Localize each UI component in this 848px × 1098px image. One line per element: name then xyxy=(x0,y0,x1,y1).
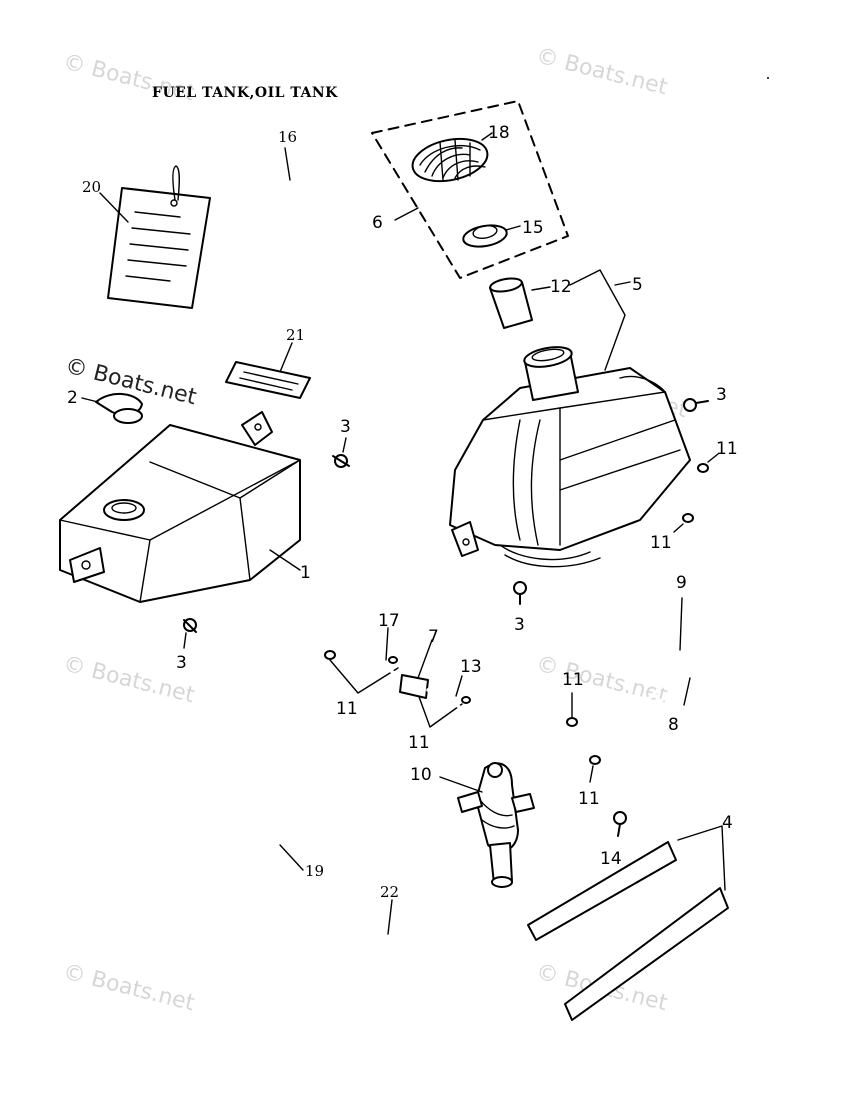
callout-10: 10 xyxy=(410,765,432,785)
part-21-label xyxy=(225,342,311,399)
callout-20: 20 xyxy=(82,178,101,196)
callout-5: 5 xyxy=(632,275,643,295)
callout-2: 2 xyxy=(67,388,78,408)
callout-11: 11 xyxy=(650,533,672,553)
part-2-cap xyxy=(81,393,143,424)
leader-line xyxy=(614,281,631,286)
callout-14: 14 xyxy=(600,849,622,869)
callout-15: 15 xyxy=(522,218,544,238)
part-4-pad xyxy=(527,825,729,1021)
part-3-bolt xyxy=(332,437,350,468)
callout-1: 1 xyxy=(300,563,311,583)
part-13-hose xyxy=(426,675,470,716)
part-5-fuel-tank xyxy=(449,346,691,568)
part-11-clamp xyxy=(589,755,601,783)
watermark-text: © Boats.net xyxy=(534,44,671,101)
part-3-bolt xyxy=(683,398,709,412)
part-22-hose xyxy=(270,899,407,972)
part-11-clamp xyxy=(566,692,578,727)
callout-17: 17 xyxy=(378,611,400,631)
part-3-bolt xyxy=(183,618,197,649)
part-16-hose xyxy=(226,147,355,276)
part-17-hose xyxy=(356,627,404,680)
callout-9: 9 xyxy=(676,573,687,593)
callout-11: 11 xyxy=(408,733,430,753)
part-6-cap-assembly xyxy=(371,100,569,279)
callout-19: 19 xyxy=(305,862,324,880)
callout-6: 6 xyxy=(372,213,383,233)
part-11-clamp xyxy=(324,650,399,694)
callout-12: 12 xyxy=(550,277,572,297)
watermark-text: © Boats.net xyxy=(61,960,198,1017)
speck xyxy=(767,77,769,79)
callout-7: 7 xyxy=(428,627,439,647)
callout-3: 3 xyxy=(716,385,727,405)
callout-21: 21 xyxy=(286,326,305,344)
part-20-tag xyxy=(99,165,211,309)
callout-22: 22 xyxy=(380,883,399,901)
callout-18: 18 xyxy=(488,123,510,143)
part-1-oil-tank xyxy=(59,411,301,603)
part-8-hose xyxy=(598,482,764,782)
part-14-screw xyxy=(613,811,627,837)
part-11-clamp xyxy=(673,513,694,533)
callout-8: 8 xyxy=(668,715,679,735)
part-10-fuel-cock xyxy=(439,762,535,888)
callout-3: 3 xyxy=(176,653,187,673)
callout-13: 13 xyxy=(460,657,482,677)
callout-11: 11 xyxy=(716,439,738,459)
part-19-hose xyxy=(128,698,304,957)
callout-4: 4 xyxy=(722,813,733,833)
part-5-leader xyxy=(569,269,626,371)
part-7-fuel-filter xyxy=(399,639,433,699)
part-9-hose xyxy=(601,533,735,792)
part-12-filter xyxy=(489,277,551,329)
diagram-title: FUEL TANK,OIL TANK xyxy=(152,85,338,101)
callout-11: 11 xyxy=(562,670,584,690)
callout-3: 3 xyxy=(340,417,351,437)
callout-11: 11 xyxy=(578,789,600,809)
callout-3: 3 xyxy=(514,615,525,635)
part-11-clamp xyxy=(697,453,719,473)
callout-11: 11 xyxy=(336,699,358,719)
callout-16: 16 xyxy=(278,128,297,146)
part-3-bolt xyxy=(513,581,527,605)
